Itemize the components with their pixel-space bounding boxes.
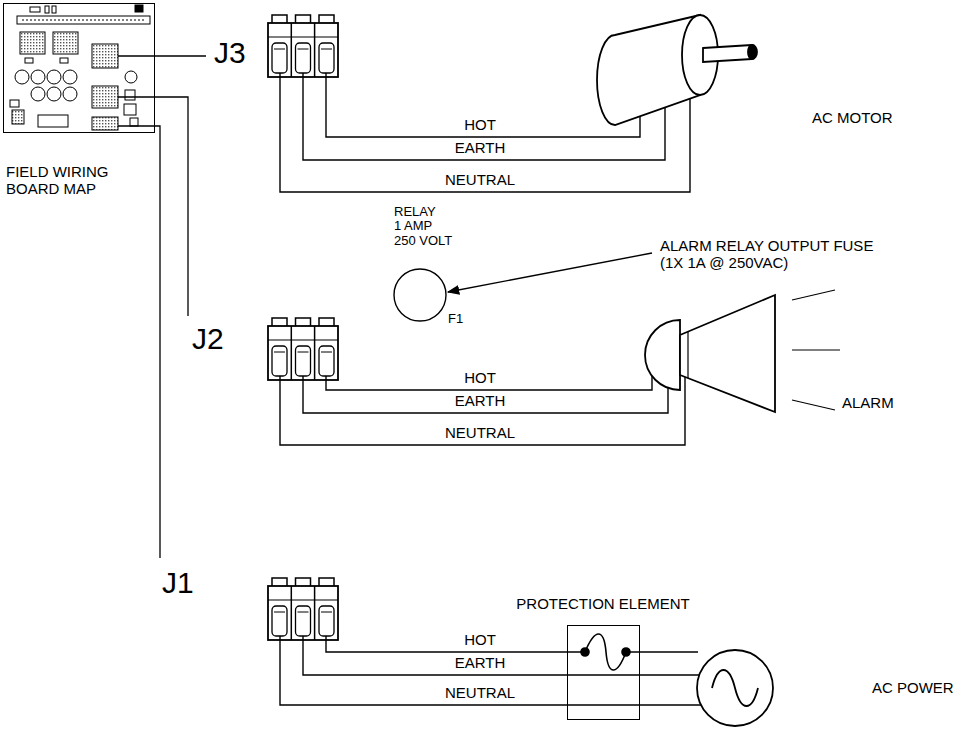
wire-label: HOT bbox=[462, 370, 498, 387]
device-label: AC MOTOR bbox=[810, 110, 895, 127]
motor-symbol bbox=[597, 15, 757, 125]
board-map bbox=[10, 5, 150, 130]
connector-label: J1 bbox=[160, 566, 196, 599]
device-label: AC POWER bbox=[870, 680, 956, 697]
wire-label: NEUTRAL bbox=[443, 685, 517, 702]
alarm-horn bbox=[645, 295, 775, 412]
board-caption: FIELD WIRING BOARD MAP bbox=[6, 164, 109, 197]
sound-lines bbox=[792, 290, 840, 410]
fuse-designator: F1 bbox=[446, 312, 465, 326]
leader-line bbox=[118, 56, 206, 558]
device-label: ALARM bbox=[840, 395, 896, 412]
terminal-block bbox=[268, 578, 338, 640]
fuse-symbol bbox=[581, 634, 630, 670]
wire-label: EARTH bbox=[453, 655, 508, 672]
protection-heading: PROTECTION ELEMENT bbox=[516, 596, 689, 613]
wire-label: HOT bbox=[462, 632, 498, 649]
ac-source bbox=[697, 650, 773, 726]
wire-label: EARTH bbox=[453, 140, 508, 157]
wire-label: NEUTRAL bbox=[443, 172, 517, 189]
terminal-block bbox=[268, 318, 338, 380]
wire-label: EARTH bbox=[453, 393, 508, 410]
terminal-block bbox=[268, 15, 338, 77]
fuse-callout: ALARM RELAY OUTPUT FUSE (1X 1A @ 250VAC) bbox=[658, 238, 875, 271]
callout-arrow bbox=[448, 253, 652, 292]
fuse-symbol bbox=[394, 269, 446, 321]
wire-label: NEUTRAL bbox=[443, 425, 517, 442]
relay-rating: RELAY 1 AMP 250 VOLT bbox=[392, 205, 454, 248]
protection-box: PROTECTION ELEMENT bbox=[567, 625, 640, 720]
connector-label: J3 bbox=[212, 36, 248, 69]
connector-label: J2 bbox=[190, 322, 226, 355]
board-map-box: FIELD WIRING BOARD MAP bbox=[3, 3, 155, 133]
wire-label: HOT bbox=[462, 117, 498, 134]
